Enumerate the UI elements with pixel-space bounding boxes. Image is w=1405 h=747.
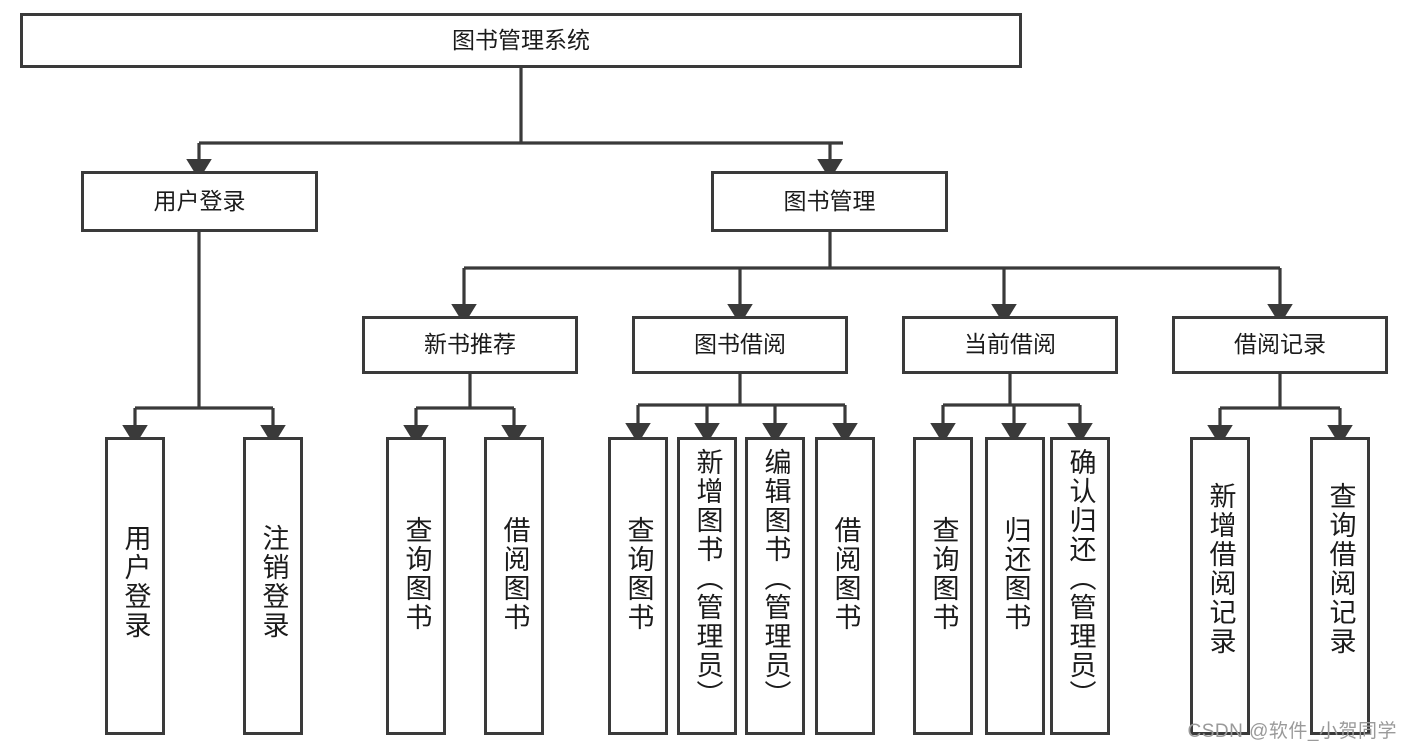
node-leaf-query-book-rec-label: 查询图书	[401, 516, 432, 632]
node-leaf-borrow-book[interactable]: 借阅图书	[815, 437, 875, 735]
node-current-borrow-label: 当前借阅	[964, 331, 1056, 358]
node-book-borrow-label: 图书借阅	[694, 331, 786, 358]
node-leaf-confirm-return-label: 确认归还（管理员）	[1065, 448, 1096, 709]
node-root-label: 图书管理系统	[452, 26, 590, 53]
node-leaf-borrow-book-label: 借阅图书	[830, 516, 861, 632]
node-book-borrow[interactable]: 图书借阅	[632, 316, 848, 374]
node-root[interactable]: 图书管理系统	[20, 13, 1022, 68]
node-leaf-query-book-cur-label: 查询图书	[928, 516, 959, 632]
node-leaf-borrow-book-rec-label: 借阅图书	[499, 516, 530, 632]
node-leaf-add-book[interactable]: 新增图书（管理员）	[677, 437, 737, 735]
node-user-login-label: 用户登录	[153, 187, 246, 214]
node-leaf-add-book-label: 新增图书（管理员）	[692, 448, 723, 709]
node-leaf-query-book-cur[interactable]: 查询图书	[913, 437, 973, 735]
node-leaf-query-book-rec[interactable]: 查询图书	[386, 437, 446, 735]
node-book-manage[interactable]: 图书管理	[711, 171, 948, 232]
node-leaf-return-book-label: 归还图书	[1000, 516, 1031, 632]
node-new-book-rec[interactable]: 新书推荐	[362, 316, 578, 374]
watermark-text: CSDN @软件_小贺同学	[1187, 721, 1397, 742]
node-leaf-user-login[interactable]: 用户登录	[105, 437, 165, 735]
node-leaf-query-record-label: 查询借阅记录	[1325, 482, 1356, 656]
node-current-borrow[interactable]: 当前借阅	[902, 316, 1118, 374]
node-leaf-edit-book[interactable]: 编辑图书（管理员）	[745, 437, 805, 735]
node-leaf-query-book-borrow-label: 查询图书	[623, 516, 654, 632]
node-leaf-confirm-return[interactable]: 确认归还（管理员）	[1050, 437, 1110, 735]
node-user-login[interactable]: 用户登录	[81, 171, 318, 232]
node-leaf-user-login-label: 用户登录	[120, 524, 151, 640]
node-leaf-user-logout-label: 注销登录	[258, 524, 289, 640]
node-borrow-record-label: 借阅记录	[1234, 331, 1326, 358]
node-leaf-return-book[interactable]: 归还图书	[985, 437, 1045, 735]
node-leaf-add-record[interactable]: 新增借阅记录	[1190, 437, 1250, 735]
node-book-manage-label: 图书管理	[783, 187, 876, 214]
node-borrow-record[interactable]: 借阅记录	[1172, 316, 1388, 374]
node-leaf-query-record[interactable]: 查询借阅记录	[1310, 437, 1370, 735]
node-new-book-rec-label: 新书推荐	[424, 331, 516, 358]
node-leaf-user-logout[interactable]: 注销登录	[243, 437, 303, 735]
node-leaf-query-book-borrow[interactable]: 查询图书	[608, 437, 668, 735]
node-leaf-edit-book-label: 编辑图书（管理员）	[760, 448, 791, 709]
node-leaf-add-record-label: 新增借阅记录	[1205, 482, 1236, 656]
node-leaf-borrow-book-rec[interactable]: 借阅图书	[484, 437, 544, 735]
